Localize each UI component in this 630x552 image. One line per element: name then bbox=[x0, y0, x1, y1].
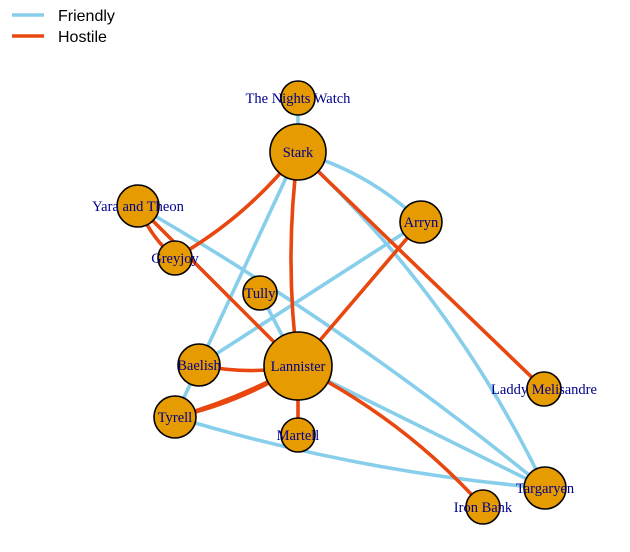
node-label-targaryen: Targaryen bbox=[516, 481, 575, 497]
legend: Friendly Hostile bbox=[12, 8, 115, 46]
nodes-layer bbox=[116, 80, 567, 525]
node-label-lannister: Lannister bbox=[271, 359, 326, 375]
node-label-laddy-melisandre: Laddy Melisandre bbox=[491, 382, 597, 398]
node-label-stark: Stark bbox=[283, 145, 314, 161]
edge-hostile-stark-laddy-melisandre bbox=[296, 150, 546, 391]
edge-hostile-lannister-iron-bank bbox=[296, 364, 485, 509]
edge-friendly-yara-theon-targaryen bbox=[136, 204, 547, 490]
node-nights-watch bbox=[280, 80, 316, 116]
edges-layer bbox=[136, 96, 547, 509]
node-label-arryn: Arryn bbox=[404, 215, 439, 231]
node-label-baelish: Baelish bbox=[177, 358, 221, 374]
node-tyrell bbox=[153, 395, 197, 439]
node-label-tyrell: Tyrell bbox=[158, 410, 192, 426]
node-lannister bbox=[263, 331, 333, 401]
node-arryn bbox=[399, 200, 443, 244]
node-targaryen bbox=[523, 466, 567, 510]
edge-friendly-arryn-baelish bbox=[197, 220, 423, 367]
legend-label-friendly: Friendly bbox=[58, 8, 115, 25]
node-yara-theon bbox=[116, 184, 160, 228]
node-tully bbox=[242, 275, 278, 311]
legend-label-hostile: Hostile bbox=[58, 29, 107, 46]
node-greyjoy bbox=[157, 240, 193, 276]
node-stark bbox=[269, 123, 327, 181]
node-martell bbox=[280, 417, 316, 453]
node-label-martell: Martell bbox=[277, 428, 320, 444]
node-label-iron-bank: Iron Bank bbox=[454, 500, 513, 516]
node-label-nights-watch: The Nights Watch bbox=[246, 91, 352, 107]
node-laddy-melisandre bbox=[526, 371, 562, 407]
edge-friendly-tyrell-targaryen bbox=[173, 415, 547, 490]
node-iron-bank bbox=[465, 489, 501, 525]
node-baelish bbox=[177, 343, 221, 387]
edge-friendly-stark-baelish bbox=[197, 150, 300, 367]
node-label-tully: Tully bbox=[245, 286, 277, 302]
node-label-yara-theon: Yara and Theon bbox=[92, 199, 184, 215]
node-label-greyjoy: Greyjoy bbox=[151, 251, 199, 267]
